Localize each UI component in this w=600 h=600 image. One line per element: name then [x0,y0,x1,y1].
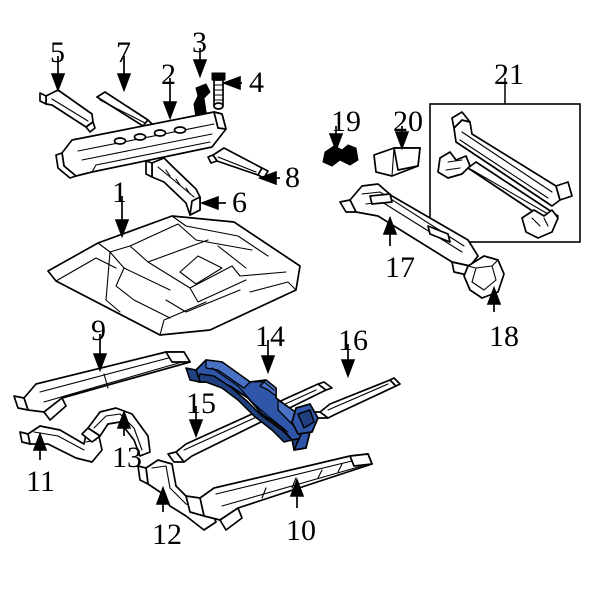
callout-label-14[interactable]: 14 [255,320,285,353]
part-13-shape[interactable] [81,407,151,457]
part-14-fragment [291,403,319,435]
callout-label-2[interactable]: 2 [161,58,176,91]
callout-label-17[interactable]: 17 [385,251,415,284]
part-4-shape[interactable] [211,72,226,110]
callout-label-10[interactable]: 10 [286,514,316,547]
part-15-shape[interactable] [167,381,333,463]
callout-label-12[interactable]: 12 [152,518,182,551]
callout-label-5[interactable]: 5 [50,36,65,69]
callout-label-18[interactable]: 18 [489,320,519,353]
callout-label-16[interactable]: 16 [338,324,368,357]
callout-label-8[interactable]: 8 [285,161,300,194]
part-10-shape[interactable] [185,453,373,531]
part-16-shape[interactable] [311,377,401,419]
callout-label-6[interactable]: 6 [232,186,247,219]
callout-label-20[interactable]: 20 [393,105,423,138]
part-1-shape[interactable] [47,215,301,336]
part-20-shape[interactable] [373,147,421,177]
part-19-shape[interactable] [322,144,359,167]
callout-label-19[interactable]: 19 [331,105,361,138]
callout-label-1[interactable]: 1 [112,176,127,209]
part-6-shape[interactable] [145,157,201,216]
part-7-shape[interactable] [96,91,153,130]
callout-label-7[interactable]: 7 [116,36,131,69]
callout-label-4[interactable]: 4 [249,66,264,99]
callout-label-15[interactable]: 15 [186,387,216,420]
callout-label-11[interactable]: 11 [26,465,55,498]
part-9-shape[interactable] [13,351,191,421]
callout-label-9[interactable]: 9 [91,314,106,347]
part-2-shape[interactable] [55,111,227,179]
part-5-shape[interactable] [39,89,96,133]
callout-label-21[interactable]: 21 [494,58,524,91]
callout-label-3[interactable]: 3 [192,26,207,59]
callout-arrows [32,48,506,512]
part-21-group[interactable] [429,103,581,243]
part-8-shape[interactable] [207,147,269,179]
callout-label-13[interactable]: 13 [112,441,142,474]
